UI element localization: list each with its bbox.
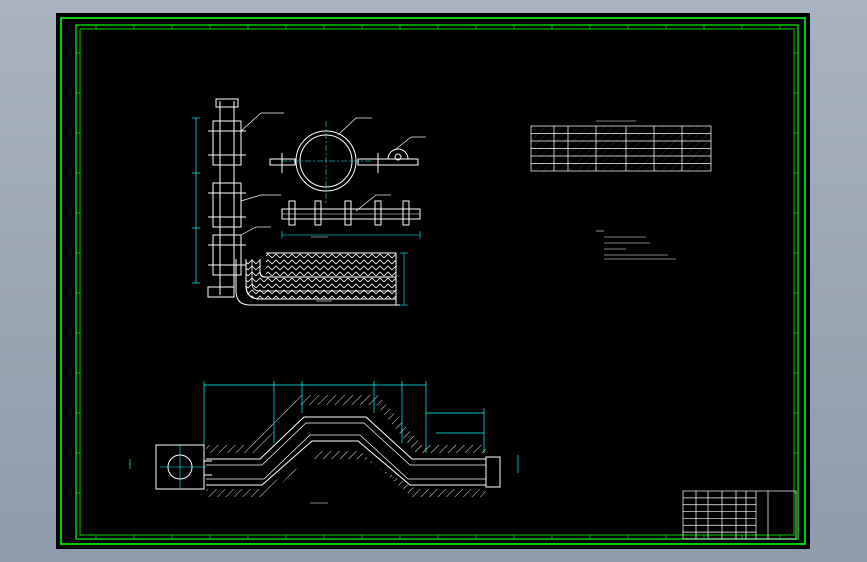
notes-block xyxy=(596,230,676,260)
clamp-plan xyxy=(281,194,421,239)
pipe-riser-elevation xyxy=(192,98,284,298)
material-table xyxy=(530,120,712,172)
bend-section xyxy=(235,252,408,306)
pipe-clamp-detail xyxy=(269,117,426,203)
drawing-frame xyxy=(60,17,806,545)
drawing-sheet[interactable] xyxy=(56,13,810,549)
cad-drawing xyxy=(60,17,806,545)
crossing-profile xyxy=(129,381,519,504)
title-block xyxy=(682,490,797,540)
